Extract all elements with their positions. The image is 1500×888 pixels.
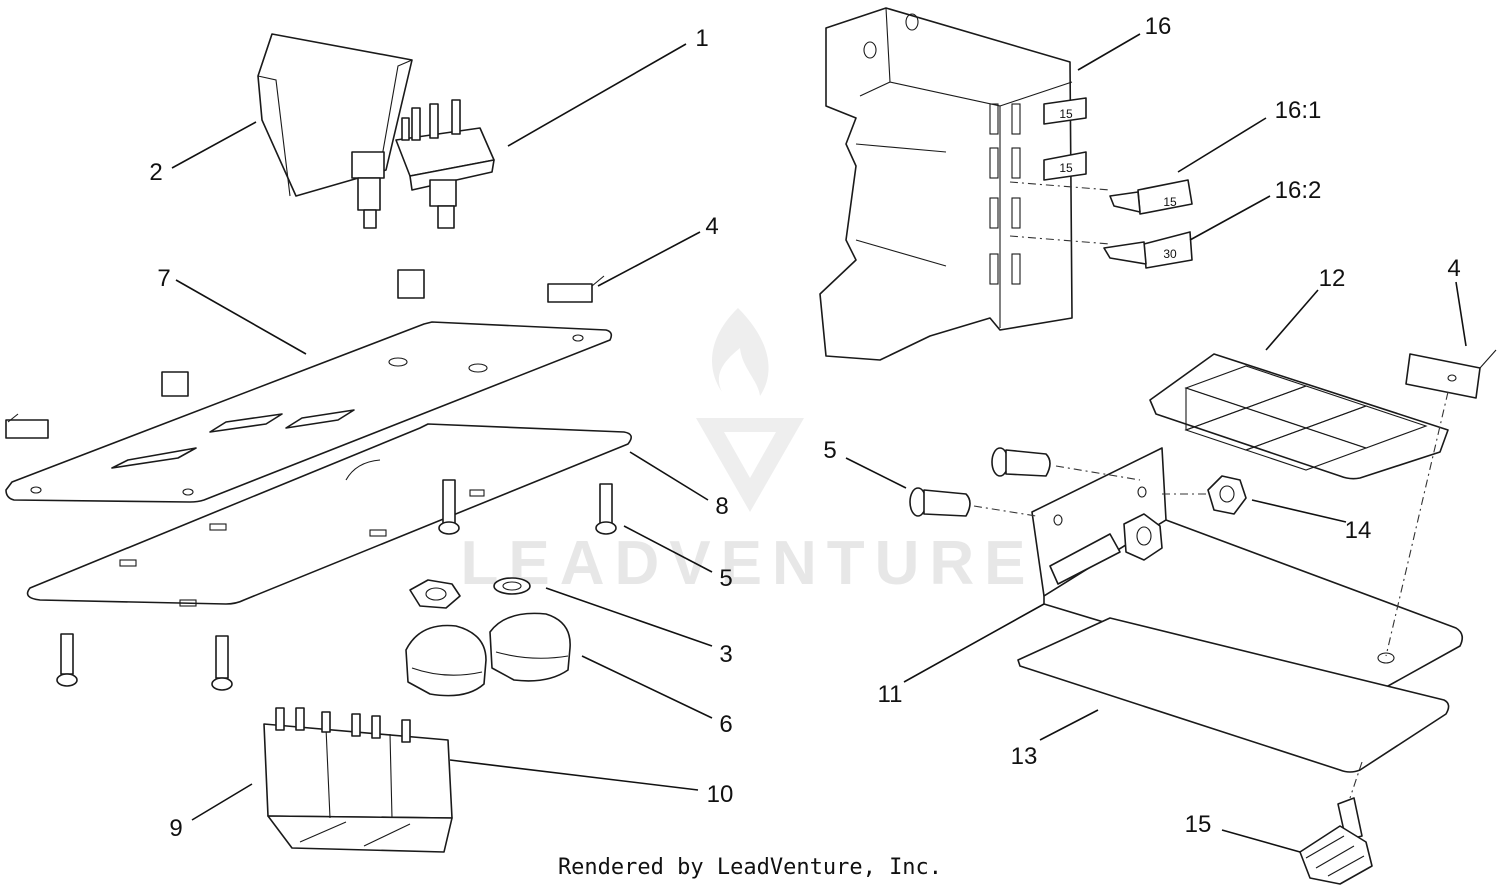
callout-4-right: 4 bbox=[1447, 255, 1460, 282]
callout-3: 3 bbox=[719, 641, 732, 668]
fuse-holder-part bbox=[1149, 353, 1449, 480]
callout-16-1: 16:1 bbox=[1275, 97, 1322, 124]
screw-part bbox=[909, 447, 1141, 517]
callout-1: 1 bbox=[695, 25, 708, 52]
watermark-logo bbox=[696, 308, 804, 512]
callout-16: 16 bbox=[1145, 13, 1172, 40]
callout-15: 15 bbox=[1185, 811, 1212, 838]
callout-8: 8 bbox=[715, 493, 728, 520]
knob-part bbox=[405, 612, 571, 697]
callout-5: 5 bbox=[719, 565, 732, 592]
watermark-text: LEADVENTURE bbox=[460, 529, 1035, 598]
screw-part bbox=[56, 479, 617, 691]
fuse-part bbox=[1009, 179, 1193, 269]
clip-part bbox=[1405, 349, 1497, 399]
rocker-switch-part bbox=[263, 707, 453, 853]
standoff-part bbox=[1049, 513, 1163, 585]
callout-5-right: 5 bbox=[823, 437, 836, 464]
gasket-part bbox=[1017, 617, 1450, 773]
fuse-label: 15 bbox=[1059, 161, 1073, 175]
callout-10: 10 bbox=[707, 781, 734, 808]
nut-part bbox=[1162, 475, 1247, 515]
callout-9: 9 bbox=[169, 815, 182, 842]
switch-bracket-part bbox=[257, 33, 413, 197]
leader-lines bbox=[171, 33, 1467, 853]
callout-14: 14 bbox=[1345, 517, 1372, 544]
callout-12: 12 bbox=[1319, 265, 1346, 292]
callout-6: 6 bbox=[719, 711, 732, 738]
callout-2: 2 bbox=[149, 159, 162, 186]
render-credit: Rendered by LeadVenture, Inc. bbox=[558, 855, 942, 880]
callout-13: 13 bbox=[1011, 743, 1038, 770]
knurled-knob-part bbox=[1299, 761, 1373, 885]
nut-washer-part bbox=[409, 577, 531, 609]
clip-part bbox=[5, 269, 605, 439]
fuse-label: 15 bbox=[1059, 107, 1073, 121]
switch-assembly-part bbox=[351, 99, 495, 229]
decal-panel-part bbox=[26, 423, 632, 607]
callout-16-2: 16:2 bbox=[1275, 177, 1322, 204]
fuse-label: 15 bbox=[1163, 195, 1177, 209]
fuse-label: 30 bbox=[1163, 247, 1177, 261]
control-panel-plate-part bbox=[5, 321, 613, 503]
callout-7: 7 bbox=[157, 265, 170, 292]
callout-11: 11 bbox=[878, 681, 903, 708]
fuse-block-part bbox=[819, 7, 1087, 361]
callout-4: 4 bbox=[705, 213, 718, 240]
